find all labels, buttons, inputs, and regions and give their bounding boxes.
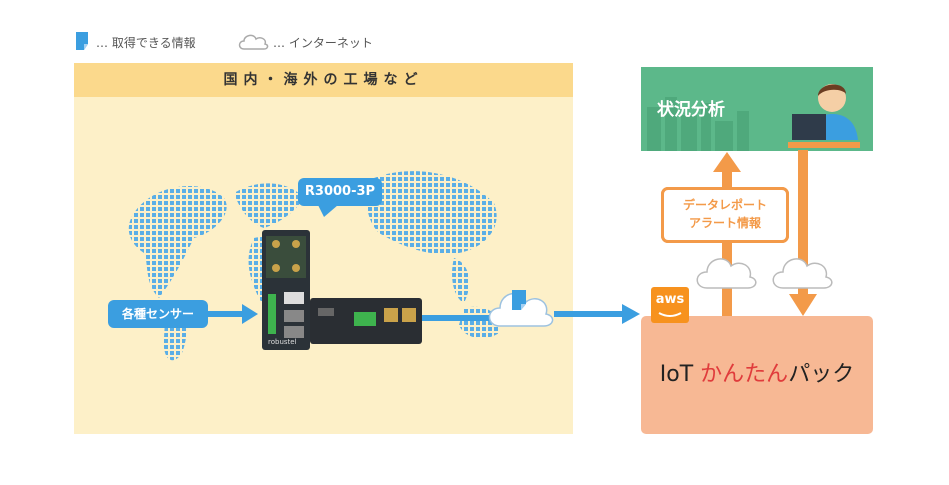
iot-highlight: かんたん	[700, 362, 789, 387]
sensor-label: 各種センサー	[108, 300, 208, 328]
cloud-to-aws-arrow	[554, 304, 640, 324]
report-line2-overlay: アラート情報	[688, 216, 761, 230]
download-arrow	[789, 150, 817, 316]
iot-prefix: IoT	[659, 362, 701, 387]
report-line1-overlay: データレポート	[682, 198, 767, 212]
iot-pack-box	[641, 316, 873, 434]
router-label: R3000-3P	[298, 178, 382, 206]
data-document-icon	[76, 32, 88, 50]
analysis-title: 状況分析	[657, 100, 725, 120]
aws-logo: aws	[651, 287, 689, 323]
legend-cloud-label: … インターネット	[273, 36, 373, 50]
router-device-horizontal	[310, 298, 422, 344]
cloud-icon	[772, 258, 833, 289]
report-box-overlay: データレポート アラート情報	[661, 187, 789, 243]
cloud-icon	[696, 258, 757, 289]
router-brand: robustel	[268, 338, 297, 346]
factory-title: 国内・海外の工場など	[74, 63, 573, 97]
device-to-cloud-line	[422, 315, 494, 321]
router-label-pointer	[318, 205, 338, 217]
sensor-arrow	[208, 304, 258, 324]
legend-data-label: … 取得できる情報	[96, 36, 196, 50]
aws-label: aws	[655, 292, 685, 307]
person-at-laptop-icon	[788, 84, 860, 148]
data-document-icon	[512, 290, 526, 310]
iot-suffix: パック	[788, 362, 855, 387]
cloud-icon	[238, 34, 269, 50]
router-device-vertical: robustel	[262, 230, 310, 350]
factory-area	[74, 63, 573, 434]
iot-pack-label: IoT かんたんパック	[641, 356, 873, 388]
world-map-graphic	[128, 171, 500, 361]
